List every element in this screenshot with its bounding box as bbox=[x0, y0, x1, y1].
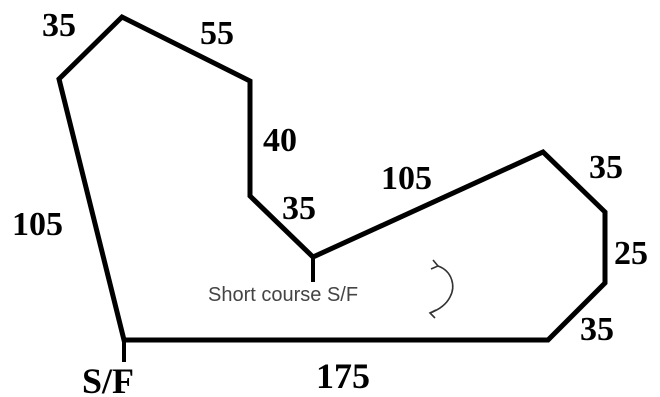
segment-label-inner-diagonal: 35 bbox=[282, 190, 316, 227]
segment-label-right-upper: 35 bbox=[589, 149, 623, 186]
segment-label-left-straight: 105 bbox=[12, 206, 63, 243]
segment-label-back-straight: 105 bbox=[381, 160, 432, 197]
segment-label-top: 55 bbox=[200, 15, 234, 52]
segment-label-top-left: 35 bbox=[42, 7, 76, 44]
segment-label-main-straight: 175 bbox=[316, 356, 370, 396]
segment-label-right-vertical: 25 bbox=[614, 235, 648, 272]
segment-label-right-lower: 35 bbox=[580, 311, 614, 348]
short-course-label: Short course S/F bbox=[208, 284, 358, 306]
segment-label-inner-vertical: 40 bbox=[263, 122, 297, 159]
start-finish-label: S/F bbox=[82, 361, 134, 397]
rotation-arrow-icon bbox=[428, 259, 454, 319]
